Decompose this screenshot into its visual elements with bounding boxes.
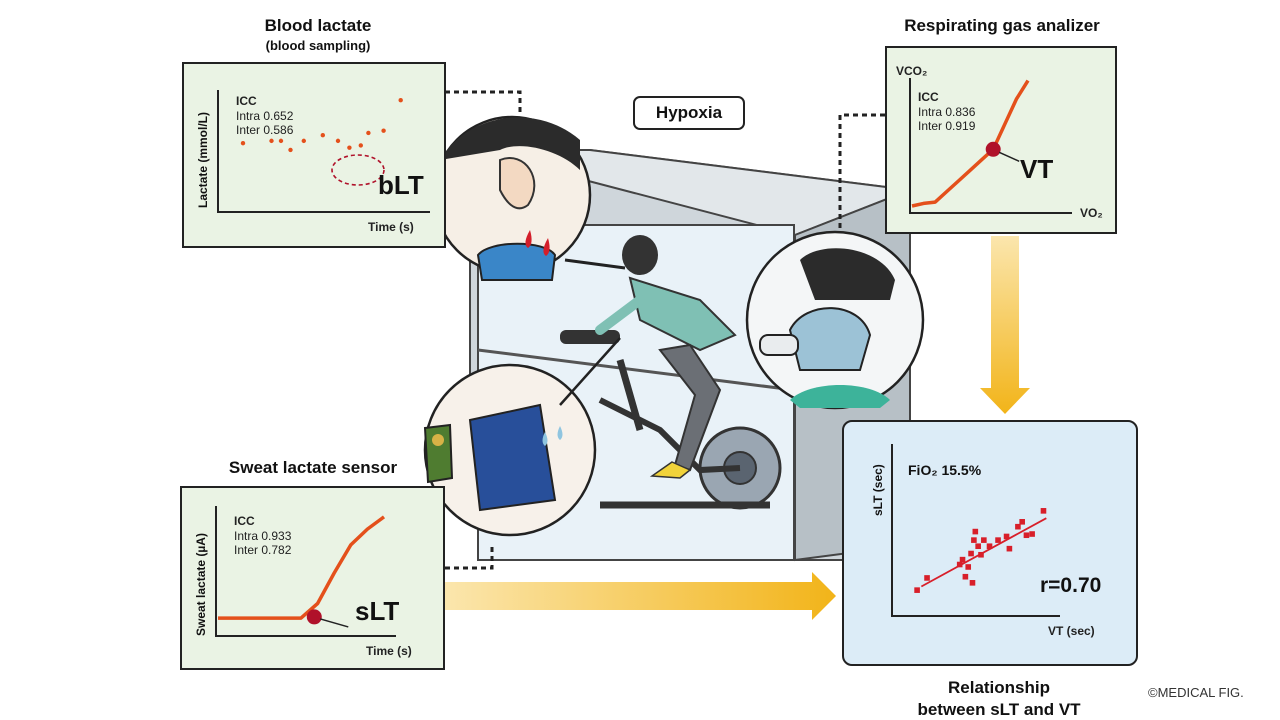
scatter-point <box>986 543 993 550</box>
data-point <box>288 147 293 153</box>
sweat-sensor-plot <box>215 506 396 637</box>
icc-inter: Inter 0.782 <box>234 543 292 557</box>
blood-lactate-axes <box>217 90 430 213</box>
data-point <box>398 98 403 103</box>
sweat-sensor-axes <box>215 506 396 637</box>
relationship-y-label: sLT (sec) <box>871 464 885 516</box>
scatter-point <box>968 550 974 557</box>
vco2-line <box>911 79 1030 208</box>
slt-leader-line <box>320 618 349 628</box>
sweat-lactate-line <box>218 515 386 620</box>
slt-marker-dot <box>306 609 322 625</box>
vt-marker-label: VT <box>1020 154 1054 184</box>
icc-inter: Inter 0.919 <box>918 119 976 133</box>
regression-line <box>920 517 1047 588</box>
sweat-sensor-icc: ICC Intra 0.933 Inter 0.782 <box>234 514 291 558</box>
data-point <box>381 128 386 133</box>
gas-analyzer-icc: ICC Intra 0.836 Inter 0.919 <box>918 90 975 134</box>
scatter-point <box>975 543 981 550</box>
fio2-label: FiO₂ 15.5% <box>908 462 982 478</box>
data-point <box>358 143 363 148</box>
gas-analyzer-title: Respirating gas analizer <box>904 16 1100 35</box>
data-point <box>240 140 246 146</box>
copyright-label: ©MEDICAL FIG. <box>1148 685 1244 700</box>
gas-analyzer-x-label: VO₂ <box>1080 206 1103 220</box>
scatter-point <box>962 573 969 580</box>
blood-lactate-graph <box>182 62 446 248</box>
data-point <box>301 138 306 144</box>
vt-leader-line <box>998 151 1020 162</box>
gas-analyzer-axes <box>909 78 1072 214</box>
vt-marker-dot <box>985 141 1001 157</box>
blood-lactate-icc: ICC Intra 0.652 Inter 0.586 <box>236 94 293 138</box>
icc-header: ICC <box>234 514 255 528</box>
scatter-point <box>914 587 920 593</box>
gas-analyzer-plot <box>909 78 1072 214</box>
scatter-point <box>1029 531 1035 537</box>
blt-highlight-ellipse <box>331 154 385 186</box>
scatter-point <box>956 561 963 568</box>
data-point <box>278 138 284 144</box>
relationship-title-line2: between sLT and VT <box>917 700 1081 719</box>
scatter-point <box>1006 545 1013 552</box>
hypoxia-label: Hypoxia <box>633 96 745 130</box>
scatter-point <box>1023 532 1030 539</box>
blood-lactate-plot <box>217 90 430 213</box>
scatter-point <box>959 556 966 563</box>
scatter-point <box>965 564 972 570</box>
relationship-x-label: VT (sec) <box>1048 624 1095 638</box>
slt-marker-label: sLT <box>355 596 400 626</box>
scatter-point <box>1040 508 1047 514</box>
scatter-point <box>978 551 984 558</box>
icc-intra: Intra 0.933 <box>234 528 292 543</box>
sweat-sensor-title: Sweat lactate sensor <box>228 458 398 477</box>
gas-analyzer-y-label: VCO₂ <box>896 64 928 78</box>
blood-lactate-y-label: Lactate (mmol/L) <box>196 111 210 208</box>
blood-lactate-title: Blood lactate <box>264 16 372 35</box>
relationship-plot <box>891 444 1060 617</box>
blood-lactate-x-label: Time (s) <box>368 220 414 234</box>
scatter-point <box>981 537 987 543</box>
scatter-point <box>971 537 977 543</box>
data-point <box>335 138 341 144</box>
icc-intra: Intra 0.652 <box>236 108 294 123</box>
sweat-sensor-x-label: Time (s) <box>366 644 412 658</box>
scatter-point <box>924 575 930 581</box>
sweat-sensor-y-label: Sweat lactate (µA) <box>194 533 208 636</box>
scatter-point <box>972 528 979 535</box>
scatter-point <box>995 537 1001 543</box>
relationship-axes <box>891 444 1060 617</box>
data-point <box>366 130 371 136</box>
icc-intra: Intra 0.836 <box>918 104 976 119</box>
icc-header: ICC <box>918 90 939 104</box>
scatter-point <box>969 580 976 586</box>
scatter-point <box>1003 533 1010 540</box>
data-point <box>347 145 352 150</box>
scatter-point <box>1019 519 1025 525</box>
data-point <box>320 133 325 138</box>
relationship-title-line1: Relationship <box>947 678 1050 697</box>
scatter-point <box>1015 523 1021 530</box>
sweat-sensor-graph <box>180 486 445 670</box>
icc-header: ICC <box>236 94 257 108</box>
blt-marker-label: bLT <box>378 170 424 200</box>
r-value-label: r=0.70 <box>1040 574 1102 597</box>
blood-lactate-subtitle: (blood sampling) <box>265 38 371 53</box>
icc-inter: Inter 0.586 <box>236 123 294 137</box>
data-point <box>269 138 274 144</box>
